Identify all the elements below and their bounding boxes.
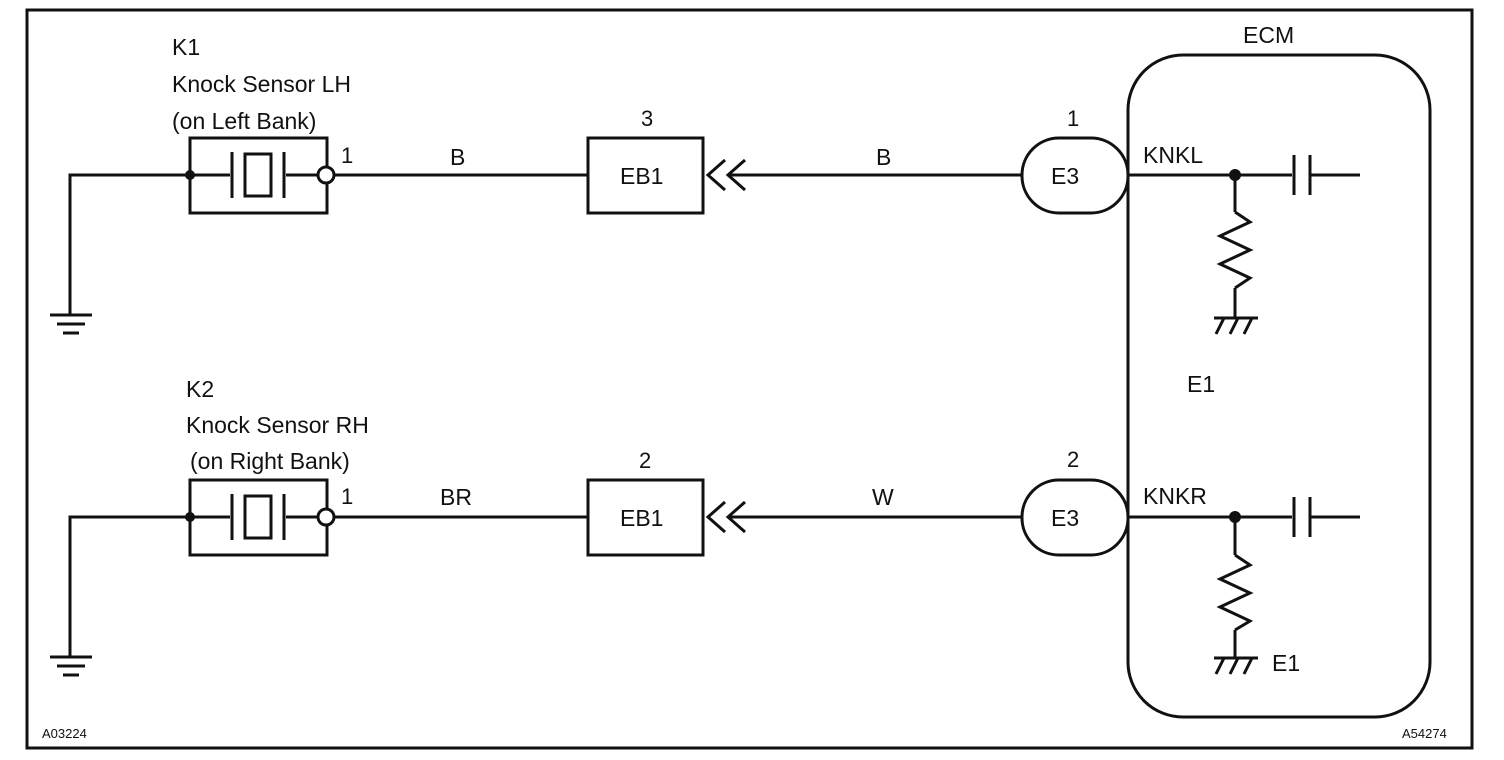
ecm-connector-upper-pin: 1 (1067, 106, 1079, 131)
sensor-rh-location: (on Right Bank) (190, 448, 350, 474)
ground-symbol-lh (50, 313, 92, 335)
sensor-lh-id: K1 (172, 34, 200, 60)
sensor-rh-pin-terminal (316, 507, 336, 527)
resistor-icon-upper (1216, 175, 1254, 318)
wire-lower-sensor-color: BR (440, 484, 472, 510)
piezo-icon-rh (190, 494, 318, 540)
ecm-connector-lower-pin: 2 (1067, 447, 1079, 472)
chassis-ground-icon-upper (1214, 316, 1258, 335)
junction-upper-name: EB1 (620, 163, 663, 189)
signal-lower: KNKR (1143, 483, 1207, 509)
ground-wire-rh (68, 515, 190, 657)
signal-upper: KNKL (1143, 142, 1203, 168)
wire-upper-ecm-color: B (876, 144, 891, 170)
ecm-ground-label-upper: E1 (1187, 371, 1215, 397)
sensor-rh-pin: 1 (341, 484, 353, 509)
ecm-ground-label-lower: E1 (1272, 650, 1300, 676)
sensor-lh-name: Knock Sensor LH (172, 71, 351, 97)
figure-code-right: A54274 (1402, 726, 1447, 741)
sensor-lh-location: (on Left Bank) (172, 108, 316, 134)
figure-code-left: A03224 (42, 726, 87, 741)
ecm-connector-lower-name: E3 (1051, 505, 1079, 531)
capacitor-icon-upper (1292, 155, 1360, 195)
ground-symbol-rh (50, 655, 92, 677)
junction-upper-pin: 3 (641, 106, 653, 131)
wire-lower-ecm-color: W (872, 484, 894, 510)
junction-lower-pin: 2 (639, 448, 651, 473)
ground-wire-lh (68, 173, 190, 315)
sensor-rh-ground-node (185, 512, 195, 522)
junction-lower-name: EB1 (620, 505, 663, 531)
ecm-box (1126, 53, 1432, 719)
diagram-border (25, 8, 1474, 750)
wire-upper-sensor-color: B (450, 144, 465, 170)
ecm-connector-upper-name: E3 (1051, 163, 1079, 189)
sensor-rh-name: Knock Sensor RH (186, 412, 369, 438)
junction-upper-box (586, 136, 705, 215)
piezo-icon-lh (190, 152, 318, 198)
chassis-ground-icon-lower (1214, 656, 1258, 675)
sensor-lh-pin-terminal (316, 165, 336, 185)
sensor-lh-pin: 1 (341, 143, 353, 168)
ecm-title: ECM (1243, 22, 1294, 48)
sensor-lh-ground-node (185, 170, 195, 180)
resistor-icon-lower (1216, 517, 1254, 658)
sensor-rh-id: K2 (186, 376, 214, 402)
capacitor-icon-lower (1292, 497, 1360, 537)
junction-lower-box (586, 478, 705, 557)
